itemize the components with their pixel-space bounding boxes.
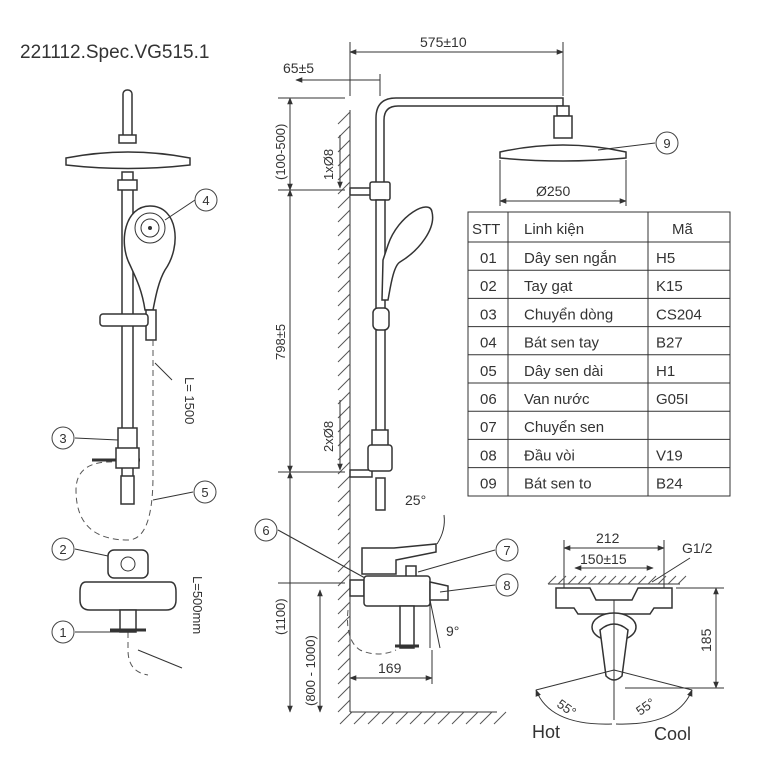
svg-text:4: 4 — [202, 193, 209, 208]
rain-head-front — [65, 151, 191, 170]
dim-spout-reach: 169 — [378, 660, 402, 676]
parts-table: STT Linh kiện Mã 01 Dây sen ngắn H5 02 Tay g… — [467, 211, 731, 497]
table-cell-code: B27 — [656, 335, 683, 352]
table-cell-part: Chuyển dòng — [524, 306, 613, 323]
table-row: 07 Chuyển sen — [480, 419, 604, 436]
callout-3: 3 — [51, 426, 75, 450]
table-cell-code: H5 — [656, 250, 675, 267]
side-view: 25° 9° 575±10 65±5 (100-500) 1xØ8 798±5 … — [273, 34, 656, 725]
table-row: 03 Chuyển dòng CS204 — [480, 306, 702, 323]
table-cell-code: V19 — [656, 447, 683, 464]
hand-shower-front — [123, 205, 176, 341]
table-row: 09 Bát sen to B24 — [480, 476, 683, 493]
table-cell-code: B24 — [656, 476, 683, 493]
lever-angle-label: 25° — [405, 492, 426, 508]
table-cell-part: Van nước — [524, 391, 590, 408]
dim-head-height: (100-500) — [273, 124, 288, 180]
dim-floor-range: (800 - 1000) — [303, 635, 318, 706]
table-row: 05 Dây sen dài H1 — [480, 363, 675, 380]
svg-text:6: 6 — [262, 523, 269, 538]
table-cell-part: Tay gạt — [524, 278, 573, 295]
svg-text:8: 8 — [503, 578, 510, 593]
table-cell-part: Bát sen to — [524, 476, 592, 493]
svg-text:3: 3 — [59, 431, 66, 446]
table-header-stt: STT — [472, 221, 500, 238]
svg-text:5: 5 — [201, 485, 208, 500]
table-row: 01 Dây sen ngắn H5 — [480, 250, 675, 267]
cool-label: Cool — [654, 724, 691, 744]
hose-long-label: L=500mm — [190, 576, 205, 634]
table-cell-stt: 03 — [480, 306, 497, 323]
callout-2: 2 — [51, 537, 75, 561]
dim-mixer-width: 212 — [596, 530, 620, 546]
table-cell-part: Dây sen dài — [524, 363, 603, 380]
table-row: 04 Bát sen tay B27 — [480, 335, 683, 352]
hot-label: Hot — [532, 722, 560, 742]
callout-9: 9 — [655, 131, 679, 155]
thread-label: G1/2 — [682, 540, 713, 556]
table-cell-stt: 04 — [480, 335, 497, 352]
rain-head-side — [499, 144, 627, 162]
svg-text:2: 2 — [59, 542, 66, 557]
table-cell-code: H1 — [656, 363, 675, 380]
dim-total-width: 575±10 — [420, 34, 467, 50]
hand-shower-side — [372, 206, 434, 331]
dim-bar-height: 798±5 — [273, 324, 288, 360]
table-cell-part: Bát sen tay — [524, 335, 600, 352]
table-cell-code: K15 — [656, 278, 683, 295]
dim-mixer-height: (1100) — [273, 598, 288, 635]
callout-6: 6 — [254, 518, 278, 542]
table-header-part: Linh kiện — [524, 221, 584, 238]
spout-angle-label: 9° — [446, 623, 459, 639]
callout-1: 1 — [51, 620, 75, 644]
table-row: 06 Van nước G05I — [480, 391, 689, 408]
mixer-top-view: 212 150±15 G1/2 185 55° 55° Hot Cool — [532, 530, 724, 744]
dim-bracket-bottom: 2xØ8 — [321, 421, 336, 452]
table-cell-part: Chuyển sen — [524, 419, 604, 436]
svg-text:1: 1 — [59, 625, 66, 640]
hose-short-label: L= 1500 — [182, 377, 197, 424]
callout-7: 7 — [495, 538, 519, 562]
dim-mixer-depth: 185 — [698, 628, 714, 652]
front-view: L= 1500 L=500mm — [65, 89, 205, 676]
table-cell-stt: 08 — [480, 447, 497, 464]
dim-bracket-top: 1xØ8 — [321, 149, 336, 180]
table-cell-stt: 07 — [480, 419, 497, 436]
dim-wall-offset: 65±5 — [283, 60, 314, 76]
table-cell-stt: 02 — [480, 278, 497, 295]
cool-angle-label: 55° — [633, 695, 658, 719]
table-cell-part: Đầu vòi — [524, 447, 575, 464]
table-row: 02 Tay gạt K15 — [480, 278, 683, 295]
hot-angle-label: 55° — [554, 696, 579, 720]
table-cell-stt: 06 — [480, 391, 497, 408]
table-cell-part: Dây sen ngắn — [524, 250, 617, 267]
mixer-front — [79, 549, 177, 633]
table-cell-stt: 05 — [480, 363, 497, 380]
dim-mixer-centers: 150±15 — [580, 551, 627, 567]
table-cell-stt: 01 — [480, 250, 497, 267]
table-cell-code: CS204 — [656, 306, 702, 323]
table-cell-stt: 09 — [480, 476, 497, 493]
callout-4: 4 — [194, 188, 218, 212]
table-cell-code: G05I — [656, 391, 689, 408]
mixer-side — [349, 543, 449, 649]
table-header-code: Mã — [672, 221, 693, 238]
callout-8: 8 — [495, 573, 519, 597]
svg-text:7: 7 — [503, 543, 510, 558]
dim-head-diameter: Ø250 — [536, 183, 570, 199]
table-row: 08 Đầu vòi V19 — [480, 447, 683, 464]
svg-text:9: 9 — [663, 136, 670, 151]
drawing-title: 221112.Spec.VG515.1 — [20, 42, 209, 63]
callout-5: 5 — [193, 480, 217, 504]
